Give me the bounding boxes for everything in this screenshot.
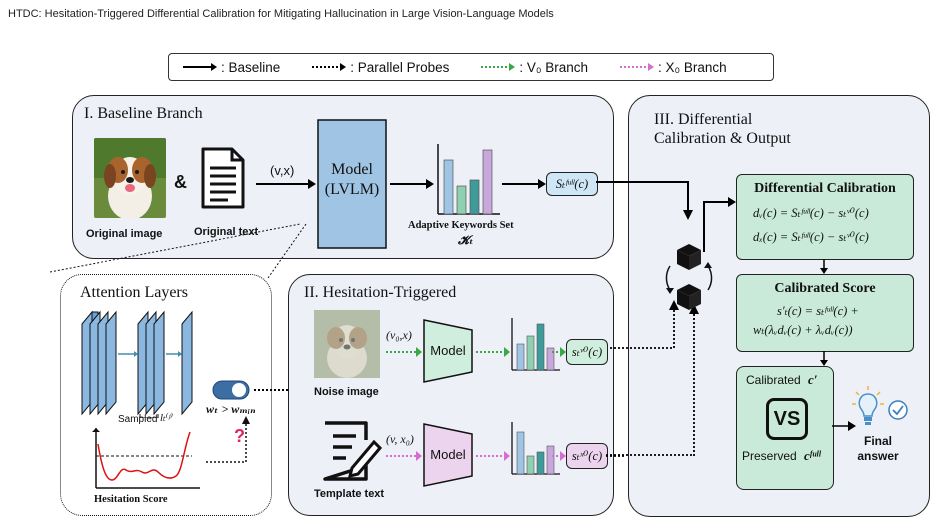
- calibrated-eq-line1: s′ₜ(c) = sₜᶠᵘˡˡ(c) +: [777, 304, 859, 318]
- differential-title-line2: Calibration & Output: [654, 130, 791, 147]
- toggle-switch-icon[interactable]: [212, 380, 250, 400]
- x0-model-block: [423, 423, 473, 487]
- zoom-lines: [49, 223, 307, 279]
- arrow-to-calibration: [703, 197, 736, 252]
- attention-title: Attention Layers: [80, 284, 188, 301]
- differential-title: III. Differential Calibration & Output: [654, 110, 791, 148]
- calibrated-score-box: Calibrated Score s′ₜ(c) = sₜᶠᵘˡˡ(c) + wₜ…: [736, 274, 914, 352]
- sampled-layer-symbol: lₜ⁽ʲ⁾: [160, 412, 173, 424]
- trigger-dotted-arrow: [206, 416, 250, 463]
- calibration-title: Differential Calibration: [754, 181, 896, 196]
- model-label-line2: (LVLM): [324, 181, 380, 198]
- legend: : Baseline : Parallel Probes : V₀ Branch…: [168, 53, 774, 81]
- calibrated-score-title: Calibrated Score: [774, 281, 876, 296]
- legend-v0: : V₀ Branch: [481, 60, 588, 75]
- original-image: [94, 138, 166, 218]
- legend-x0-label: : X₀ Branch: [658, 59, 727, 75]
- calibration-eq-x: dₓ(c) = Sₜᶠᵘˡˡ(c) − sₜᵛ⁰(c): [753, 230, 869, 244]
- comparison-box: [736, 366, 834, 490]
- hesitation-title: II. Hesitation-Triggered: [304, 284, 457, 301]
- ampersand: &: [174, 172, 187, 192]
- solid-arrow-icon: [183, 63, 217, 71]
- x0-score-box: sₜˣ⁰(c): [566, 443, 608, 469]
- v0-score-box: sₜᵛ⁰(c): [566, 339, 608, 365]
- green-dotted-arrow-icon: [481, 63, 516, 71]
- legend-parallel-label: : Parallel Probes: [350, 59, 450, 75]
- arrow-to-vs: [820, 351, 828, 366]
- calibrated-eq-line2: wₜ(λᵥdᵥ(c) + λᵥdᵥ(c)): [753, 323, 853, 337]
- keywords-symbol: 𝓚ₜ: [458, 233, 474, 247]
- baseline-title: I. Baseline Branch: [84, 105, 203, 122]
- green-arrow-to-chart: [476, 347, 510, 357]
- attention-layers-diagram: [81, 310, 193, 418]
- calibration-eq-v: dᵥ(c) = Sₜᶠᵘˡˡ(c) − sₜᵛ⁰(c): [753, 206, 869, 220]
- calibrated-text: Calibrated: [746, 373, 801, 387]
- original-image-label: Original image: [86, 228, 163, 240]
- vs-icon: VS: [766, 398, 808, 440]
- arrow-to-keywords: [390, 179, 434, 189]
- noise-image: [314, 310, 380, 378]
- legend-v0-label: : V₀ Branch: [519, 59, 588, 75]
- pink-dotted-arrow-icon: [620, 63, 654, 71]
- preserved-text: Preserved: [742, 449, 797, 463]
- pink-arrow-to-model: [386, 451, 422, 461]
- v0x-label: (v₀,x): [386, 328, 412, 342]
- threshold-condition: wₜ > wₘᵢₙ: [206, 402, 256, 416]
- calibrated-label: Calibrated c′: [746, 372, 817, 388]
- template-text-label: Template text: [314, 488, 385, 500]
- full-score-box: Sₜᶠᵘˡˡ(c): [546, 172, 598, 196]
- final-answer-line1: Final: [863, 434, 892, 448]
- keywords-label: Adaptive Keywords Set: [408, 220, 514, 231]
- model-label: Model (LVLM): [316, 160, 388, 200]
- pink-arrow-to-chart: [476, 451, 510, 461]
- sampled-label: Sampled: [118, 414, 158, 425]
- page-header: HTDC: Hesitation-Triggered Differential …: [8, 8, 554, 20]
- v0-model-block: [423, 319, 473, 383]
- fusion-cycle-icon: [665, 244, 713, 310]
- hesitation-chart: [92, 428, 200, 489]
- fusion-connectors: [596, 181, 693, 349]
- green-arrow-to-model: [386, 347, 422, 357]
- x0-bar-chart: [511, 422, 560, 475]
- x0-fusion-connector-base: [606, 455, 626, 457]
- legend-parallel: : Parallel Probes: [312, 60, 449, 75]
- keywords-bar-chart: [437, 144, 500, 215]
- arrow-to-calibrated-score: [820, 259, 828, 274]
- vx-label: (v,x): [270, 163, 295, 178]
- noise-image-label: Noise image: [314, 386, 379, 398]
- v0-model-label: Model: [430, 343, 466, 358]
- pink-arrow-to-score: [552, 451, 566, 461]
- dotted-arrow-icon: [312, 63, 347, 71]
- x0-model-label: Model: [430, 447, 466, 462]
- model-label-line1: Model: [331, 161, 373, 178]
- x0-horizontal-link: [606, 454, 694, 456]
- final-answer-label: Final answer: [856, 434, 900, 464]
- lvlm-model-block: [317, 119, 387, 249]
- legend-baseline: : Baseline: [183, 60, 280, 75]
- green-arrow-to-score: [552, 347, 566, 357]
- final-answer-line2: answer: [857, 449, 899, 463]
- differential-title-line1: III. Differential: [654, 111, 753, 128]
- differential-calibration-box: Differential Calibration dᵥ(c) = Sₜᶠᵘˡˡ(…: [736, 174, 914, 260]
- v0-bar-chart: [511, 318, 560, 371]
- arrow-to-final: [832, 421, 856, 431]
- vx0-label: (v, x₀): [386, 432, 414, 446]
- calibrated-symbol: c′: [808, 372, 818, 387]
- arrow-to-model: [256, 179, 316, 189]
- original-text-label: Original text: [194, 226, 259, 238]
- legend-x0: : X₀ Branch: [620, 60, 727, 75]
- preserved-symbol: cᶠᵘˡˡ: [804, 448, 821, 463]
- question-mark-icon: ?: [234, 426, 245, 446]
- preserved-label: Preserved cᶠᵘˡˡ: [742, 448, 821, 464]
- template-text-icon: [323, 421, 383, 481]
- dog-photo-icon: [94, 138, 166, 218]
- lightbulb-check-icon: [852, 386, 908, 425]
- arrow-to-score: [502, 179, 546, 189]
- x0-fusion-connector: [689, 304, 699, 456]
- document-icon: [201, 147, 245, 209]
- noisy-dog-photo-icon: [314, 310, 380, 378]
- hesitation-score-label: Hesitation Score: [94, 494, 168, 505]
- legend-baseline-label: : Baseline: [221, 59, 281, 75]
